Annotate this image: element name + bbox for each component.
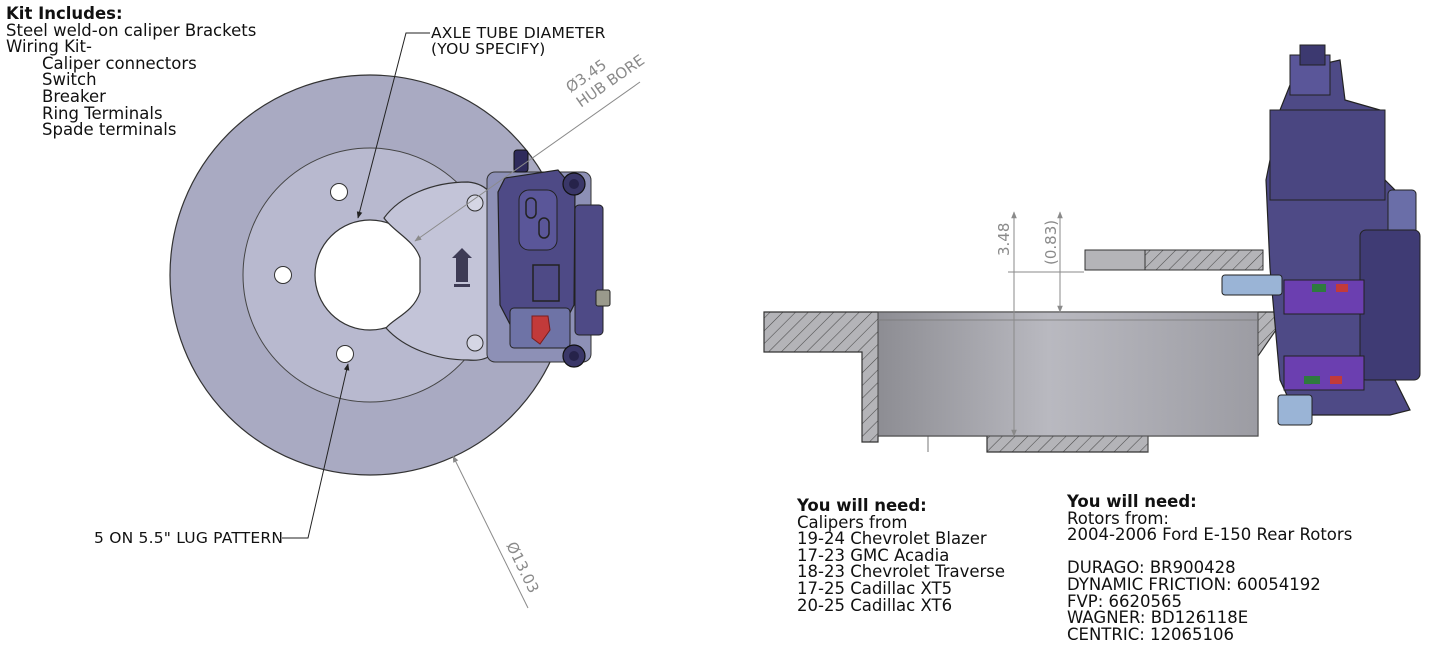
kit-includes-title: Kit Includes: bbox=[6, 4, 123, 23]
calipers-needed-block: You will need: Calipers from 19-24 Chevr… bbox=[797, 496, 1006, 615]
caliper-front-view bbox=[486, 149, 611, 368]
rotors-needed-title: You will need: bbox=[1067, 492, 1197, 511]
caliper-vehicle: 20-25 Cadillac XT6 bbox=[797, 595, 953, 615]
caliper-vehicle: 17-23 GMC Acadia bbox=[797, 545, 950, 565]
offset-value: (0.83) bbox=[1042, 220, 1060, 265]
axle-tube-note: (YOU SPECIFY) bbox=[431, 40, 546, 58]
kit-sub-item: Spade terminals bbox=[42, 120, 177, 140]
axle-tube-callout: AXLE TUBE DIAMETER (YOU SPECIFY) bbox=[431, 25, 606, 57]
rotors-needed-block: You will need: Rotors from: 2004-2006 Fo… bbox=[1067, 492, 1353, 644]
kit-sub-item: Ring Terminals bbox=[42, 103, 163, 123]
rotor-part-number: WAGNER: BD126118E bbox=[1067, 608, 1249, 628]
offset-dimension: (0.83) bbox=[1042, 211, 1063, 313]
rotor-part-number: CENTRIC: 12065106 bbox=[1067, 624, 1235, 644]
caliper-vehicle: 17-25 Cadillac XT5 bbox=[797, 578, 953, 598]
hub-bore-dimension: Ø3.45 HUB BORE bbox=[563, 51, 648, 111]
rotors-subtitle: Rotors from: bbox=[1067, 508, 1169, 528]
lug-hole bbox=[274, 266, 292, 284]
caliper-vehicle: 19-24 Chevrolet Blazer bbox=[797, 529, 987, 549]
rotor-diameter-leader bbox=[452, 455, 529, 609]
lug-hole bbox=[336, 345, 354, 363]
kit-sub-item: Breaker bbox=[42, 86, 106, 106]
axle-tube-label: AXLE TUBE DIAMETER bbox=[431, 24, 606, 42]
kit-item: Wiring Kit- bbox=[6, 37, 92, 57]
hub-bore-leader bbox=[414, 81, 641, 242]
caliper-vehicle: 18-23 Chevrolet Traverse bbox=[797, 562, 1006, 582]
lug-pattern-label: 5 ON 5.5" LUG PATTERN bbox=[94, 529, 284, 547]
kit-includes-list: Kit Includes: Steel weld-on caliper Brac… bbox=[6, 4, 257, 140]
caliper-side-view bbox=[1221, 44, 1421, 426]
kit-sub-item: Caliper connectors bbox=[42, 53, 197, 73]
rotor-section-view bbox=[763, 249, 1277, 453]
kit-item: Steel weld-on caliper Brackets bbox=[6, 20, 257, 40]
rotor-part-number: DURAGO: BR900428 bbox=[1067, 558, 1236, 578]
rotor-part-number: DYNAMIC FRICTION: 60054192 bbox=[1067, 574, 1321, 594]
lug-pattern-leader bbox=[282, 363, 350, 539]
height-value: 3.48 bbox=[995, 223, 1013, 256]
height-dimension: 3.48 bbox=[995, 211, 1084, 437]
calipers-subtitle: Calipers from bbox=[797, 512, 908, 532]
calipers-needed-title: You will need: bbox=[797, 496, 927, 515]
rotor-part-number: FVP: 6620565 bbox=[1067, 591, 1183, 611]
rotor-model: 2004-2006 Ford E-150 Rear Rotors bbox=[1067, 525, 1353, 545]
bracket-logo bbox=[452, 248, 472, 287]
caliper-bracket bbox=[383, 181, 499, 361]
kit-sub-item: Switch bbox=[42, 70, 97, 90]
lug-hole bbox=[330, 183, 348, 201]
axle-tube-leader bbox=[356, 32, 430, 219]
